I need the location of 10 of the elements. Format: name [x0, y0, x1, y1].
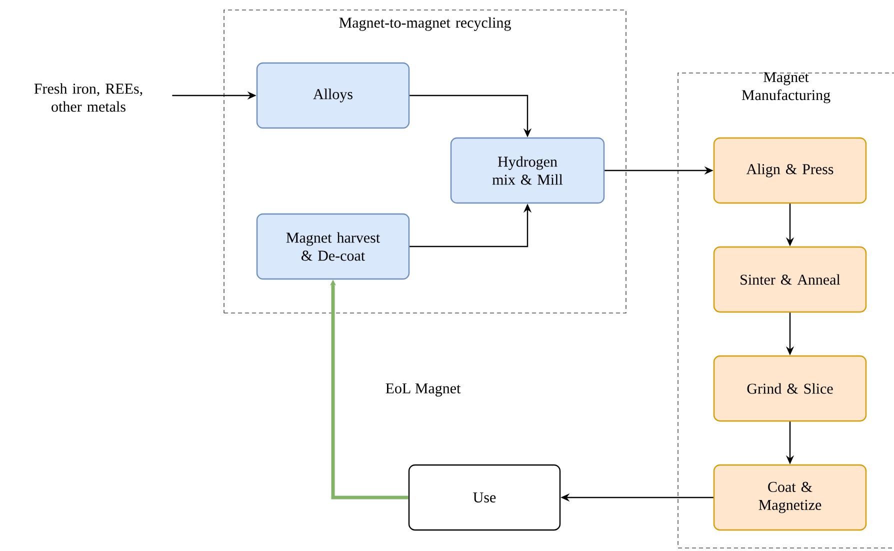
process-box: Use [408, 464, 561, 531]
process-box: Sinter & Anneal [713, 246, 867, 313]
process-box: Magnet harvest & De-coat [256, 213, 410, 280]
process-box: Coat & Magnetize [713, 464, 867, 531]
edge-label: EoL Magnet [384, 382, 462, 398]
process-box: Align & Press [713, 137, 867, 204]
process-box: Hydrogen mix & Mill [450, 137, 605, 204]
input-text: Fresh iron, REEs, other metals [34, 83, 142, 112]
process-box: Alloys [256, 62, 410, 129]
process-box: Grind & Slice [713, 355, 867, 422]
